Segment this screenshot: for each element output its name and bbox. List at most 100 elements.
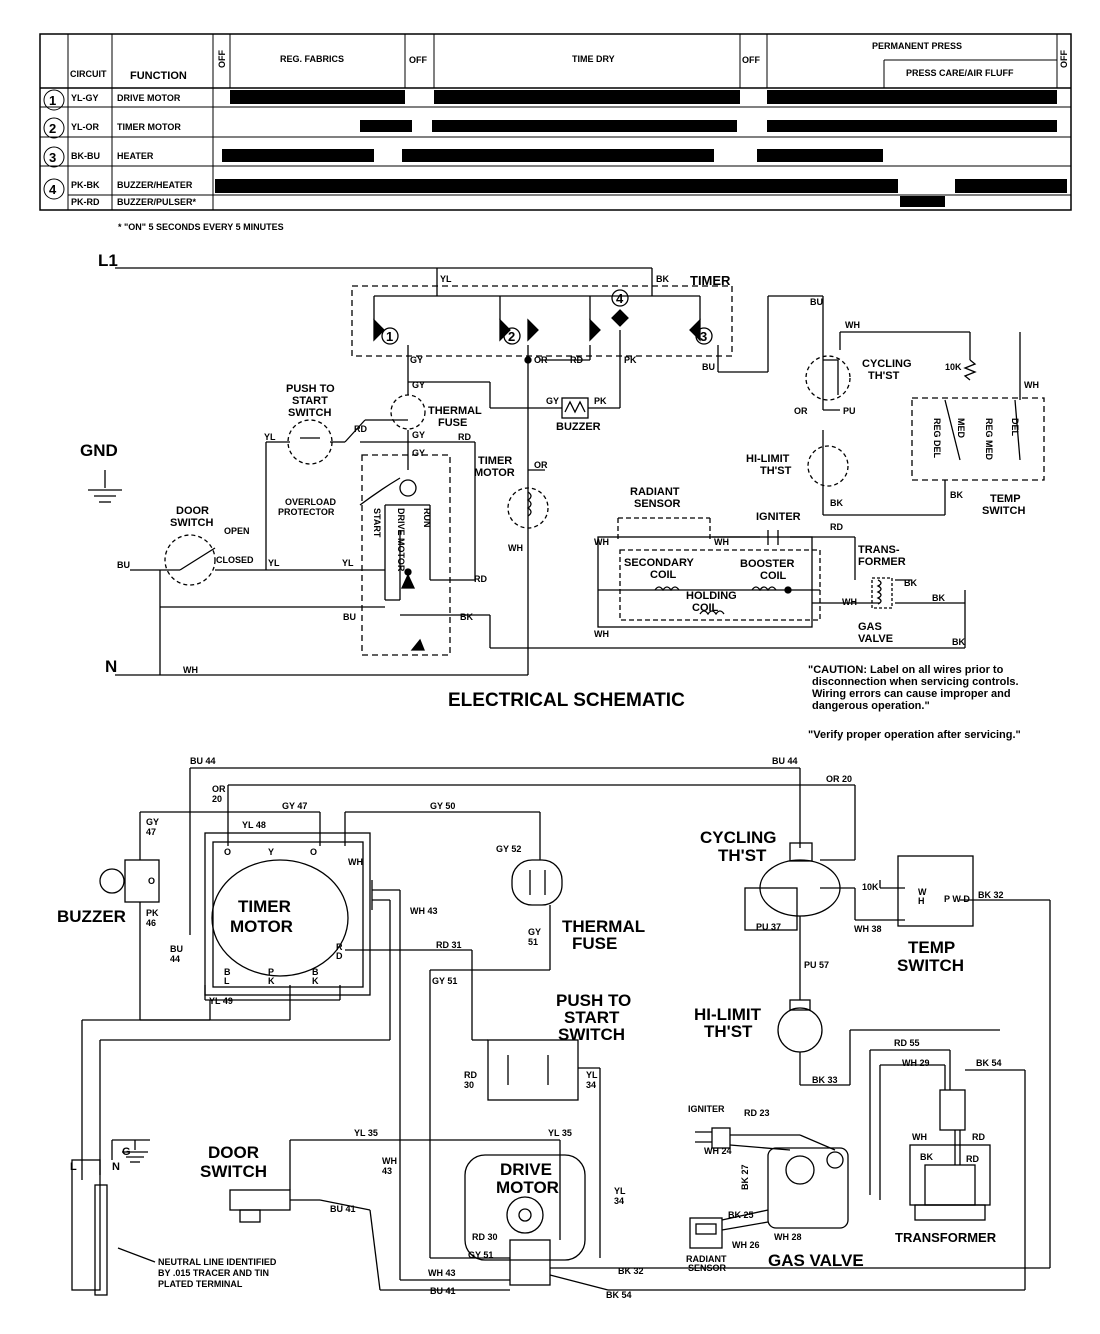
hi-limit-label: TH'ST <box>760 465 792 477</box>
wire-tag: BK 33 <box>812 1075 838 1085</box>
w-thermal-fuse-label: THERMAL <box>562 917 645 936</box>
row-number: 4 <box>49 182 57 197</box>
schematic-title: ELECTRICAL SCHEMATIC <box>448 690 685 711</box>
wire-tag: BK 32 <box>618 1266 644 1276</box>
terminal-label: L <box>70 1161 77 1173</box>
wire-tag: RD 55 <box>894 1038 920 1048</box>
timer-motor-label: MOTOR <box>474 467 515 479</box>
wire-label: RD <box>570 355 583 365</box>
w-thermal-fuse-label: FUSE <box>572 934 617 953</box>
overload-label: PROTECTOR <box>278 507 335 517</box>
thermal-fuse-label: THERMAL <box>428 405 482 417</box>
wire-label: GY <box>410 355 423 365</box>
schematic-symbols <box>88 289 977 651</box>
circuit-header: CIRCUIT <box>70 69 107 79</box>
row-circuit: YL-OR <box>71 122 99 132</box>
wire-tag: GY <box>146 817 159 827</box>
wire-tag: OR <box>212 784 226 794</box>
wire-label: BU <box>702 362 715 372</box>
wire-tag: RD 23 <box>744 1108 770 1118</box>
w-drive-motor-label: DRIVE <box>500 1160 552 1179</box>
off-header-4: OFF <box>1059 50 1069 68</box>
holding-coil-label: COIL <box>692 602 719 614</box>
wire-label: BU <box>117 560 130 570</box>
door-switch-label: SWITCH <box>170 517 213 529</box>
wire-tag: RD 30 <box>472 1232 498 1242</box>
w-temp-switch-label: TEMP <box>908 938 955 957</box>
permanent-press-header: PERMANENT PRESS <box>872 41 962 51</box>
time-dry-header: TIME DRY <box>572 54 615 64</box>
wire-tag: 51 <box>528 937 538 947</box>
wire-label: PK <box>624 355 637 365</box>
terminal-label: W <box>918 887 927 897</box>
caution-text: dangerous operation." <box>812 700 930 712</box>
wire-tag: WH 38 <box>854 924 882 934</box>
wire-tag: PK <box>146 908 159 918</box>
terminal-label: N <box>112 1161 120 1173</box>
off-header-3: OFF <box>742 55 760 65</box>
wire-label: WH <box>845 320 860 330</box>
wire-tag: BU 44 <box>190 756 216 766</box>
wire-label: WH <box>508 543 523 553</box>
wire-tag: 20 <box>212 794 222 804</box>
push-to-start-label: PUSH TO <box>286 383 335 395</box>
wire-tag: GY <box>528 927 541 937</box>
resistor-label: 10K <box>945 362 962 372</box>
temp-switch-label: SWITCH <box>982 505 1025 517</box>
radiant-sensor-label: SENSOR <box>634 498 681 510</box>
hi-limit-label: HI-LIMIT <box>746 453 790 465</box>
caution-verify: "Verify proper operation after servicing… <box>808 729 1021 741</box>
row-circuit: BK-BU <box>71 151 100 161</box>
row-circuit: PK-BK <box>71 180 100 190</box>
timer-label: TIMER <box>690 273 731 288</box>
wire-label: BK <box>830 498 843 508</box>
terminal-label: Y <box>268 847 274 857</box>
wire-tag: WH 43 <box>410 906 438 916</box>
terminal-label: WH <box>912 1132 927 1142</box>
l1-label: L1 <box>98 251 118 270</box>
terminal-label: H <box>918 896 925 906</box>
wire-tag: BK 54 <box>976 1058 1002 1068</box>
wiring-harness <box>71 767 1051 1296</box>
buzzer-label: BUZZER <box>556 421 601 433</box>
gas-valve-label: VALVE <box>858 633 893 645</box>
timing-chart-bars <box>215 90 1067 207</box>
terminal-label: P W D <box>944 894 970 904</box>
wire-tag: BK 32 <box>978 890 1004 900</box>
off-header-2: OFF <box>409 55 427 65</box>
booster-coil-label: COIL <box>760 570 787 582</box>
wire-tag: WH <box>382 1156 397 1166</box>
row-number: 1 <box>49 93 56 108</box>
w-cycling-thst-label: TH'ST <box>718 846 767 865</box>
wire-tag: YL <box>614 1186 626 1196</box>
w-gas-valve-label: GAS VALVE <box>768 1251 864 1270</box>
booster-coil-label: BOOSTER <box>740 558 794 570</box>
wire-label: RD <box>830 522 843 532</box>
door-switch-label: DOOR <box>176 505 209 517</box>
row-circuit: PK-RD <box>71 197 100 207</box>
wire-label: WH <box>1024 380 1039 390</box>
gnd-label: GND <box>80 441 118 460</box>
wire-tag: BK 27 <box>740 1164 750 1190</box>
wire-label: YL <box>264 432 276 442</box>
row-number: 2 <box>49 121 56 136</box>
w-hi-limit-label: TH'ST <box>704 1022 753 1041</box>
contact-3: 3 <box>700 329 707 344</box>
neutral-note: PLATED TERMINAL <box>158 1279 243 1289</box>
wire-tag: 46 <box>146 918 156 928</box>
contact-2: 2 <box>508 329 515 344</box>
w-radiant-sensor-label: SENSOR <box>688 1263 727 1273</box>
wire-label: GY <box>546 396 559 406</box>
terminal-label: K <box>312 976 319 986</box>
wire-tag: GY 52 <box>496 844 521 854</box>
w-buzzer-label: BUZZER <box>57 907 126 926</box>
terminal-label: P <box>268 967 274 977</box>
w-transformer-label: TRANSFORMER <box>895 1230 997 1245</box>
terminal-label: G <box>122 1146 131 1158</box>
press-care-header: PRESS CARE/AIR FLUFF <box>906 68 1014 78</box>
function-header: FUNCTION <box>130 70 187 82</box>
wire-tag: 34 <box>586 1080 596 1090</box>
wire-label: YL <box>268 558 280 568</box>
w-push-to-start-label: SWITCH <box>558 1025 625 1044</box>
wire-tag: BU 41 <box>330 1204 356 1214</box>
